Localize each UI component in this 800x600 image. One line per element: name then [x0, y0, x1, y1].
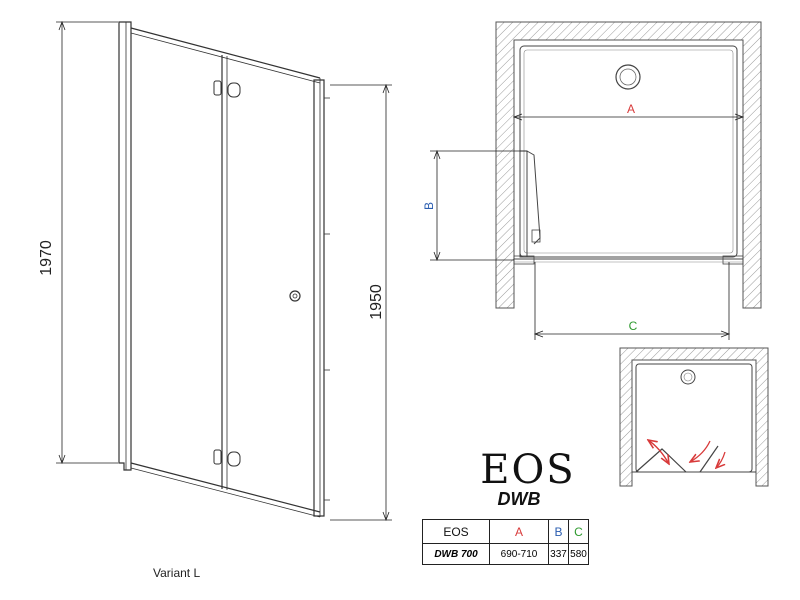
- table-header-row: EOS A B C: [422, 519, 589, 544]
- dimension-label-c: C: [629, 319, 638, 333]
- table-row: DWB 700 690-710 337 580: [422, 543, 589, 565]
- dimension-label-b: B: [422, 202, 436, 210]
- dimension-1970: [56, 20, 118, 465]
- table-header-cell: A: [489, 519, 549, 544]
- opening-diagram: [619, 347, 769, 487]
- dimension-table: EOS A B C DWB 700 690-710 337 580: [422, 519, 589, 565]
- variant-label: Variant L: [153, 566, 201, 580]
- dimension-c: [533, 262, 731, 340]
- table-header-cell: C: [568, 519, 589, 544]
- table-cell: 580: [568, 543, 589, 565]
- dimension-b: [430, 149, 527, 262]
- product-brand: EOS: [480, 447, 576, 493]
- table-cell: 337: [548, 543, 569, 565]
- product-model: DWB: [497, 489, 541, 509]
- dimension-a: [512, 113, 745, 121]
- plan-view: [495, 21, 762, 309]
- dimension-label-1950: 1950: [368, 284, 385, 320]
- table-cell: 690-710: [489, 543, 549, 565]
- dimension-label-a: A: [627, 102, 635, 116]
- table-header-cell: B: [548, 519, 569, 544]
- table-header-cell: EOS: [422, 519, 490, 544]
- front-view: [118, 21, 330, 518]
- dimension-1950: [330, 83, 392, 522]
- dimension-label-1970: 1970: [38, 240, 55, 276]
- table-cell-model: DWB 700: [422, 543, 490, 565]
